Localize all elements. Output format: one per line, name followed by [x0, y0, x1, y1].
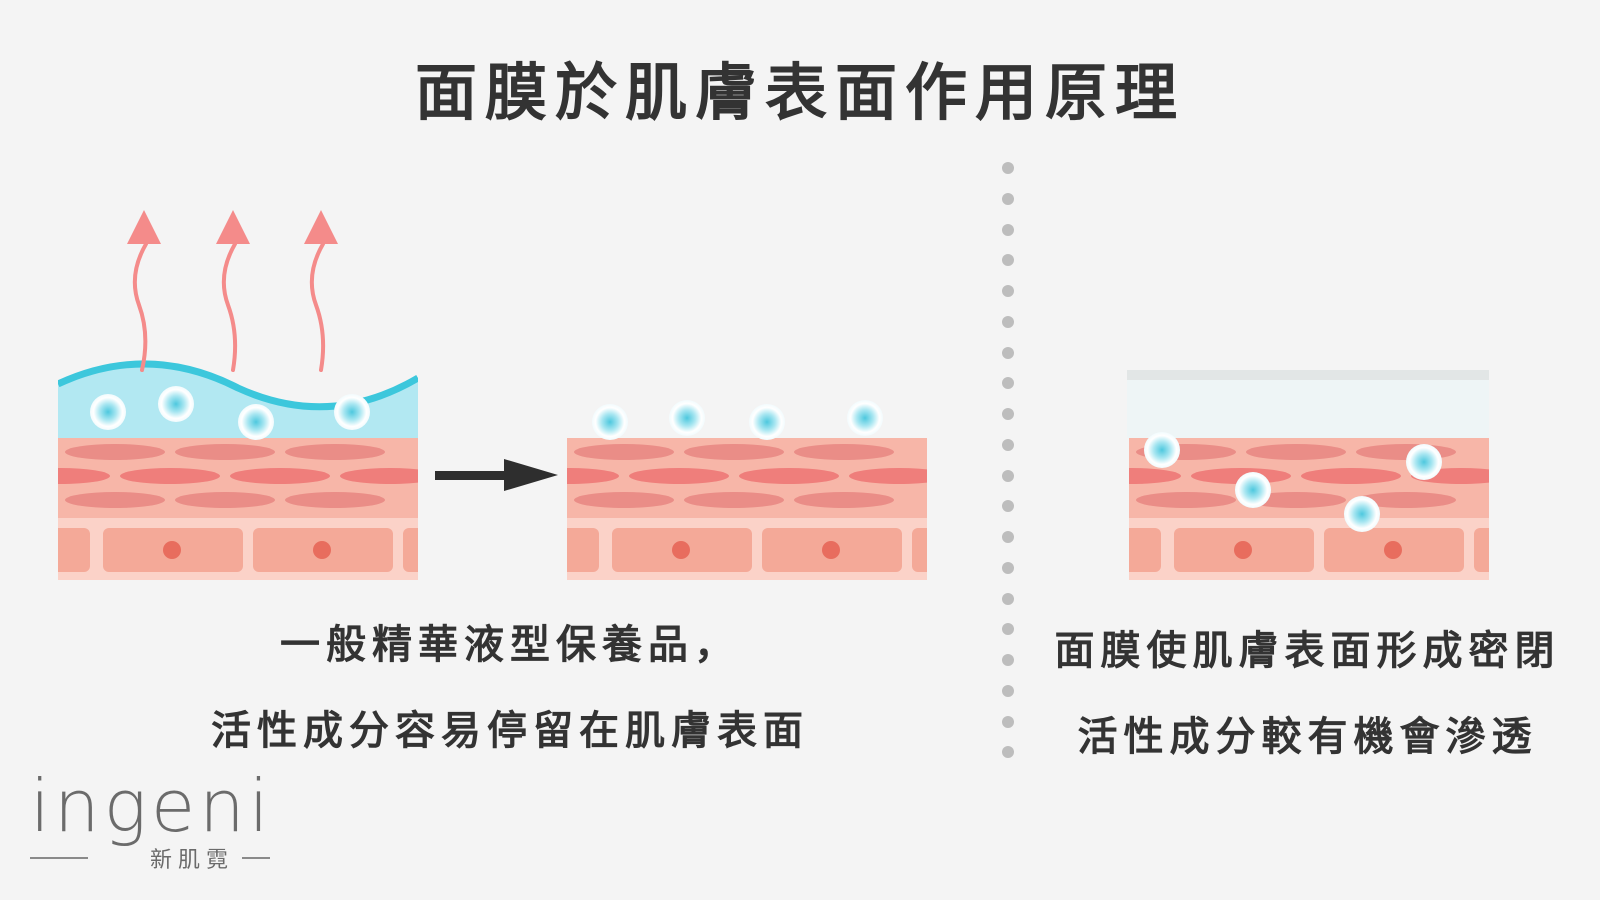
right-caption-line1: 面膜使肌膚表面形成密閉 [1054, 628, 1561, 674]
evaporation-arrow-icon [127, 210, 161, 372]
right-arrow-icon [435, 459, 558, 491]
serum-skin-block [58, 360, 418, 580]
active-ingredient-droplet-icon [1235, 472, 1271, 508]
panel-divider [1002, 162, 1014, 758]
active-ingredient-droplet-icon [592, 404, 628, 440]
active-ingredient-droplet-icon [158, 386, 194, 422]
evaporation-arrow-icon [304, 210, 338, 372]
left-caption-line2: 活性成分容易停留在肌膚表面 [211, 708, 809, 754]
active-ingredient-droplet-icon [1144, 432, 1180, 468]
logo-rule-right [242, 857, 271, 859]
mask-skin-block [1127, 370, 1489, 580]
logo-rule-left [30, 857, 88, 859]
active-ingredient-droplet-icon [847, 400, 883, 436]
active-ingredient-droplet-icon [669, 400, 705, 436]
evaporation-arrows [127, 210, 338, 372]
active-ingredient-droplet-icon [1406, 444, 1442, 480]
mask-sheet [1127, 370, 1489, 380]
skin-fibers [58, 444, 418, 508]
logo-chinese-name: 新肌霓 [150, 848, 235, 873]
active-ingredient-droplet-icon [238, 404, 274, 440]
logo-wordmark: ingeni [30, 764, 273, 848]
skin-block-after [567, 400, 927, 580]
page-title: 面膜於肌膚表面作用原理 [414, 56, 1185, 129]
active-ingredient-droplet-icon [1344, 496, 1380, 532]
active-ingredient-droplet-icon [749, 404, 785, 440]
brand-logo: ingeni 新肌霓 [30, 770, 290, 880]
right-caption-line2: 活性成分較有機會滲透 [1077, 714, 1538, 760]
left-caption-line1: 一般精華液型保養品， [280, 622, 740, 668]
active-ingredient-droplet-icon [90, 394, 126, 430]
active-ingredient-droplet-icon [334, 394, 370, 430]
evaporation-arrow-icon [216, 210, 250, 372]
logo-subline: 新肌霓 [30, 842, 280, 874]
